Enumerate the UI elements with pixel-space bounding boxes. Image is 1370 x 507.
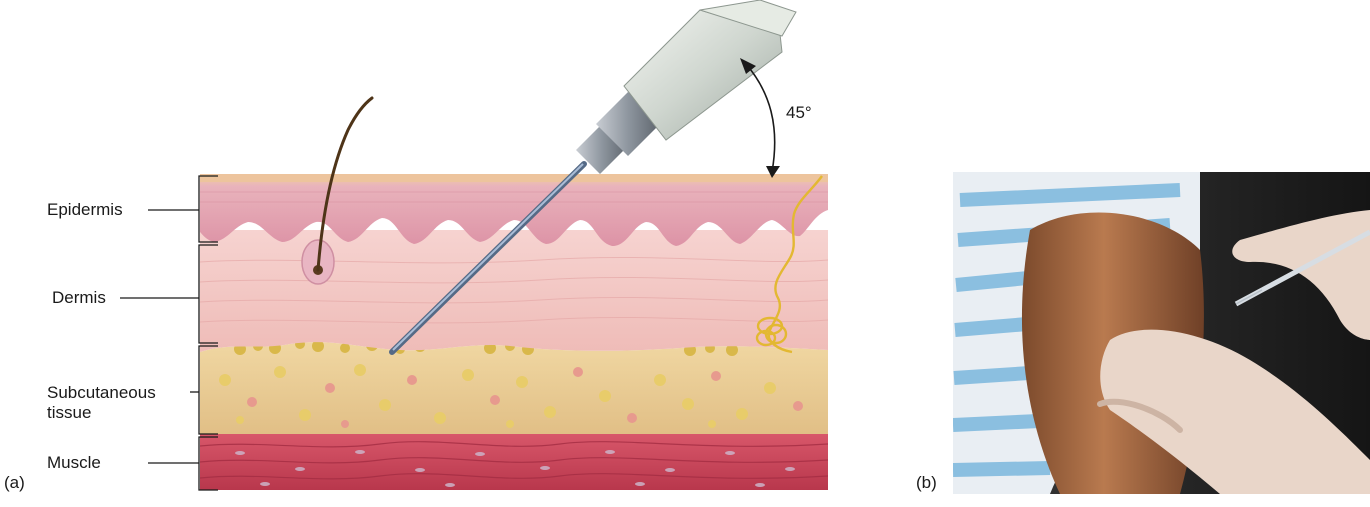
- label-tissue: tissue: [47, 403, 91, 423]
- panel-b-tag: (b): [916, 473, 937, 493]
- subcutaneous-layer: [200, 342, 828, 434]
- label-epidermis: Epidermis: [47, 200, 123, 220]
- dermis-layer: [200, 230, 828, 352]
- leader-lines: [120, 210, 199, 463]
- label-muscle: Muscle: [47, 453, 101, 473]
- stratum-corneum: [200, 174, 828, 182]
- label-subcutaneous: Subcutaneous: [47, 383, 156, 403]
- label-angle: 45°: [786, 103, 812, 123]
- skin-cross-section: [200, 174, 828, 492]
- panel-a-tag: (a): [4, 473, 25, 493]
- injection-photo: [953, 172, 1370, 494]
- label-dermis: Dermis: [52, 288, 106, 308]
